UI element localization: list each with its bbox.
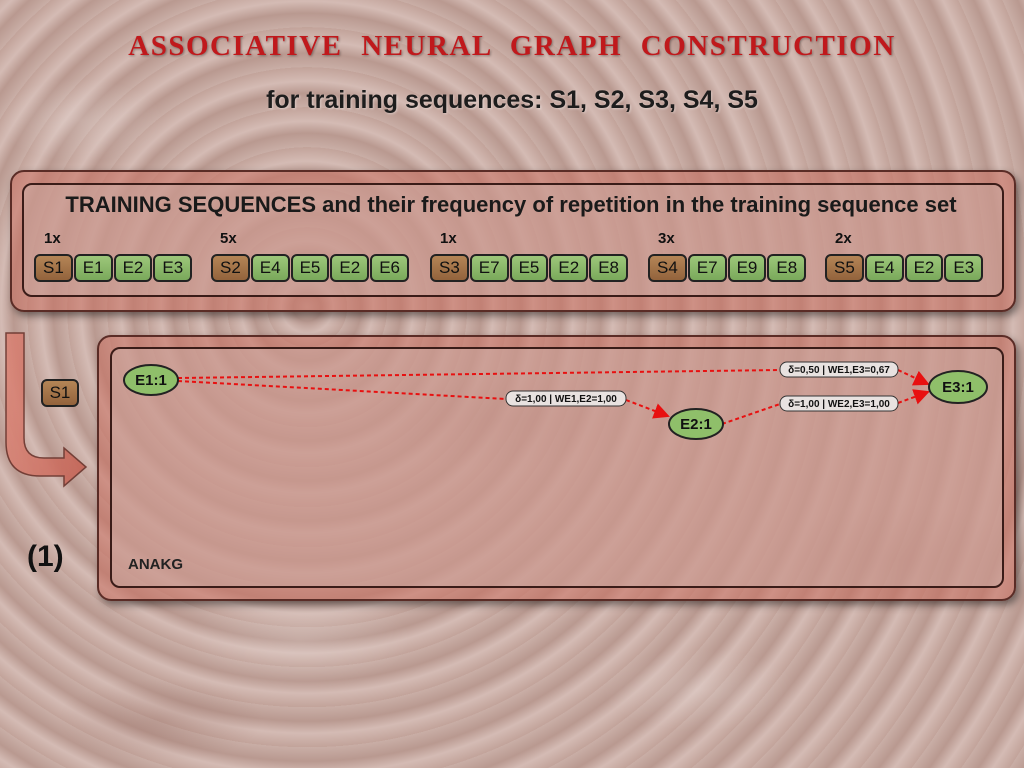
element-chip: E3 (153, 254, 193, 282)
training-panel-frame (10, 170, 1016, 312)
sequence-frequency: 1x (44, 230, 61, 247)
graph-node-e3: E3:1 (928, 370, 988, 404)
sequence-chip: S4 (648, 254, 687, 282)
element-chip: E5 (509, 254, 549, 282)
training-sequence: S5 E4 E2 E3 (825, 254, 984, 282)
element-chip: E8 (589, 254, 628, 282)
sequence-chip: S1 (34, 254, 73, 282)
sequence-frequency: 2x (835, 230, 852, 247)
element-chip: E9 (727, 254, 767, 282)
graph-node-e2: E2:1 (668, 408, 724, 440)
training-sequence: S3 E7 E5 E2 E8 (430, 254, 628, 282)
graph-name: ANAKG (128, 556, 183, 573)
element-chip: E3 (944, 254, 984, 282)
edge-label: δ=0,50 | WE1,E3=0,67 (788, 365, 890, 376)
training-sequence: S4 E7 E9 E8 (648, 254, 807, 282)
sequence-frequency: 3x (658, 230, 675, 247)
graph-node-e1: E1:1 (123, 364, 179, 396)
element-chip: E7 (687, 254, 727, 282)
element-chip: E8 (767, 254, 807, 282)
element-chip: E1 (73, 254, 113, 282)
element-chip: E4 (864, 254, 904, 282)
sequence-chip: S5 (825, 254, 864, 282)
graph-edge: δ=0,50 | WE1,E3=0,67 (177, 361, 930, 386)
element-chip: E4 (250, 254, 290, 282)
element-chip: E2 (113, 254, 153, 282)
element-chip: E2 (330, 254, 370, 282)
graph-edge: δ=1,00 | WE1,E2=1,00 (177, 380, 670, 419)
training-sequence: S2 E4 E5 E2 E6 (211, 254, 409, 282)
sequence-frequency: 1x (440, 230, 457, 247)
graph-edge: δ=1,00 | WE2,E3=1,00 (721, 389, 930, 425)
graph-panel (110, 347, 1004, 588)
element-chip: E6 (370, 254, 409, 282)
step-number: (1) (27, 540, 64, 573)
training-heading: TRAINING SEQUENCES and their frequency o… (65, 192, 957, 217)
svg-text:E1:1: E1:1 (135, 372, 167, 389)
edge-label: δ=1,00 | WE1,E2=1,00 (515, 394, 617, 405)
element-chip: E5 (290, 254, 330, 282)
page-title: ASSOCIATIVE NEURAL GRAPH CONSTRUCTION (128, 30, 896, 62)
sequence-chip: S3 (430, 254, 469, 282)
element-chip: E7 (469, 254, 509, 282)
edge-label: δ=1,00 | WE2,E3=1,00 (788, 399, 890, 410)
svg-text:E2:1: E2:1 (680, 416, 712, 433)
graph-panel-frame (97, 335, 1016, 601)
training-sequence: S1 E1 E2 E3 (34, 254, 193, 282)
current-sequence-chip: S1 (41, 379, 79, 407)
sequence-frequency: 5x (220, 230, 237, 247)
sequence-chip: S2 (211, 254, 250, 282)
svg-text:E3:1: E3:1 (942, 379, 974, 396)
element-chip: E2 (549, 254, 589, 282)
element-chip: E2 (904, 254, 944, 282)
page-subtitle: for training sequences: S1, S2, S3, S4, … (266, 86, 758, 114)
